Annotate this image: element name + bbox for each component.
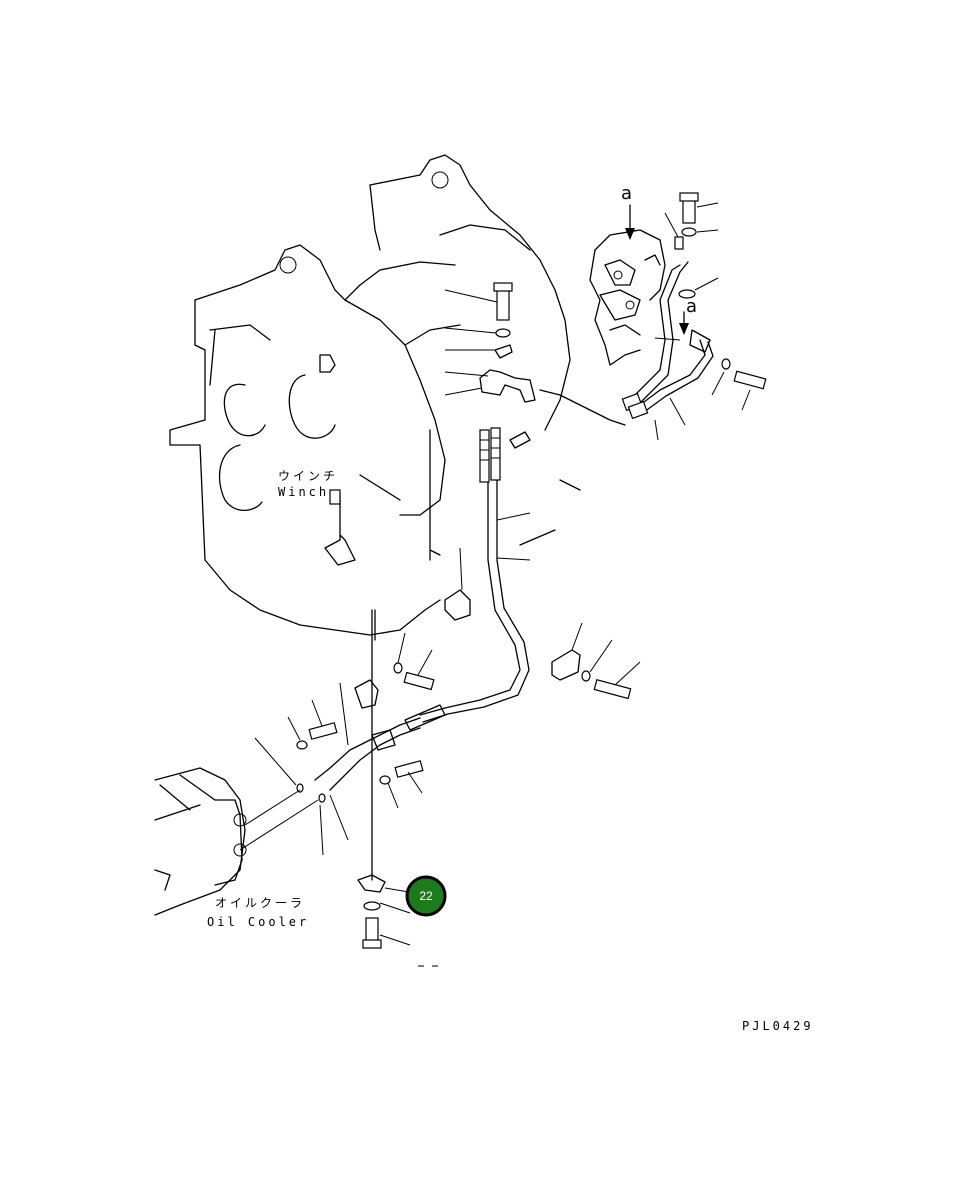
leader-lines — [239, 202, 751, 967]
callout-badge[interactable] — [405, 875, 447, 917]
winch-label-en: Winch — [278, 485, 329, 499]
view-a-label-mid: a — [686, 296, 697, 317]
winch-label-jp: ウインチ — [278, 469, 338, 483]
arrow-down-icon — [679, 323, 689, 335]
oil-cooler — [154, 767, 247, 916]
part-callout-22[interactable]: 22 — [405, 875, 447, 917]
bolts-and-washers — [296, 192, 767, 949]
hydraulic-pipes — [314, 261, 714, 791]
callout-number: 22 — [419, 889, 433, 903]
drawing-code: PJL0429 — [742, 1019, 814, 1033]
oil-cooler-label-en: Oil Cooler — [207, 915, 309, 929]
view-arrows — [625, 204, 689, 335]
control-valve — [589, 229, 666, 366]
winch-housing — [169, 154, 581, 641]
arrow-down-icon — [625, 228, 635, 240]
view-a-label-top: a — [621, 183, 632, 204]
winch-lever — [324, 489, 356, 566]
oil-cooler-label-jp: オイルクーラ — [215, 896, 305, 910]
